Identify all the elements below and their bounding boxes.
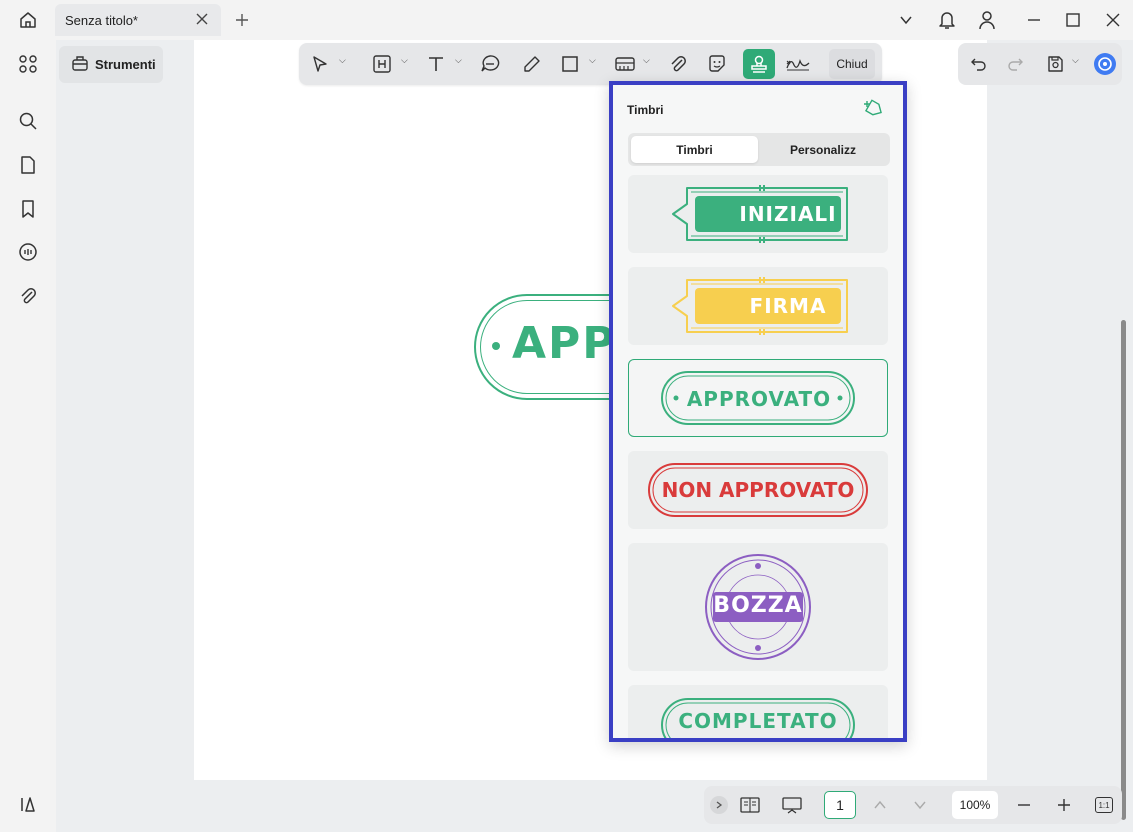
comment-tool[interactable] [479, 49, 501, 79]
select-tool[interactable] [309, 49, 331, 79]
stamp-approvato-label: APPROVATO [686, 387, 832, 411]
stamp-tool[interactable] [743, 49, 775, 79]
undo-icon[interactable] [968, 49, 990, 79]
search-icon[interactable] [16, 109, 40, 133]
expand-arrow-icon[interactable] [710, 796, 728, 814]
page-number-input[interactable]: 1 [824, 791, 856, 819]
minimize-icon[interactable] [1024, 10, 1044, 30]
vertical-scrollbar[interactable] [1121, 320, 1126, 820]
save-chevron-icon[interactable]: ⌵ [1072, 55, 1079, 65]
attachment-icon[interactable] [16, 284, 40, 308]
stamp-completato[interactable]: COMPLETATO [628, 685, 888, 738]
status-bar: 1 100% 1:1 [704, 786, 1122, 824]
home-icon[interactable] [16, 9, 40, 31]
document-tab[interactable]: Senza titolo* [55, 4, 221, 36]
apps-grid-icon[interactable] [16, 52, 40, 76]
stamp-firma[interactable]: FIRMA [628, 267, 888, 345]
highlight-chevron-icon[interactable]: ⌵ [401, 55, 408, 65]
close-toolbar-label: Chiud [836, 57, 868, 71]
placed-stamp[interactable]: APP [472, 292, 632, 402]
close-toolbar-button[interactable]: Chiud [829, 49, 875, 79]
placed-stamp-label: APP [512, 318, 617, 369]
bell-icon[interactable] [936, 9, 958, 31]
maximize-icon[interactable] [1063, 10, 1083, 30]
annotation-toolbar: ⌵ ⌵ ⌵ ⌵ ⌵ Chiud [299, 43, 882, 85]
toolbox-icon [71, 54, 89, 75]
tools-panel: Strumenti [56, 40, 194, 832]
signature-tool[interactable] [783, 49, 813, 79]
stamp-panel-title: Timbri [627, 103, 664, 117]
redo-icon[interactable] [1004, 49, 1026, 79]
stamp-iniziali-label: INIZIALI [739, 202, 837, 226]
document-tab-title: Senza titolo* [65, 12, 138, 28]
history-toolbar: ⌵ [958, 43, 1122, 85]
stamp-approvato[interactable]: APPROVATO [628, 359, 888, 437]
left-rail [0, 40, 56, 832]
stamp-iniziali[interactable]: INIZIALI [628, 175, 888, 253]
tab-personalizza[interactable]: Personalizz [789, 142, 857, 157]
tab-timbri[interactable]: Timbri [631, 136, 758, 163]
stamp-bozza[interactable]: BOZZA [628, 543, 888, 671]
select-chevron-icon[interactable]: ⌵ [339, 55, 346, 65]
user-icon[interactable] [976, 9, 998, 31]
actual-size-label: 1:1 [1095, 797, 1113, 813]
shape-chevron-icon[interactable]: ⌵ [589, 55, 596, 65]
save-icon[interactable] [1044, 49, 1066, 79]
stamp-non-approvato-label: NON APPROVATO [661, 478, 855, 502]
text-chevron-icon[interactable]: ⌵ [455, 55, 462, 65]
pencil-tool[interactable] [521, 49, 543, 79]
zoom-level[interactable]: 100% [952, 791, 998, 819]
strumenti-button[interactable]: Strumenti [59, 46, 163, 83]
sidebar-toggle-icon[interactable] [16, 792, 40, 816]
stamp-non-approvato[interactable]: NON APPROVATO [628, 451, 888, 529]
page-layout-icon[interactable] [738, 794, 762, 816]
stamp-panel: Timbri Timbri Personalizz INIZIALI FIRMA [609, 81, 907, 742]
close-tab-icon[interactable] [195, 12, 209, 29]
previous-page-icon[interactable] [870, 795, 890, 815]
text-tool[interactable] [425, 49, 447, 79]
add-stamp-icon[interactable] [863, 99, 885, 122]
comment-icon[interactable] [16, 240, 40, 264]
shape-tool[interactable] [559, 49, 581, 79]
attach-tool[interactable] [667, 49, 689, 79]
page-icon[interactable] [16, 153, 40, 177]
highlight-tool[interactable] [371, 49, 393, 79]
strumenti-label: Strumenti [95, 57, 156, 72]
close-window-icon[interactable] [1103, 10, 1123, 30]
presentation-icon[interactable] [780, 794, 804, 816]
chevron-down-icon[interactable] [896, 10, 916, 30]
stamp-bozza-label: BOZZA [713, 593, 803, 618]
stamp-tab-switcher: Timbri Personalizz [628, 133, 890, 166]
zoom-out-icon[interactable] [1014, 795, 1034, 815]
stamp-completato-label: COMPLETATO [678, 709, 838, 733]
sticker-tool[interactable] [706, 49, 728, 79]
measure-chevron-icon[interactable]: ⌵ [643, 55, 650, 65]
stamp-firma-label: FIRMA [749, 294, 827, 318]
ai-assistant-icon[interactable] [1092, 49, 1118, 79]
title-bar: Senza titolo* [0, 0, 1133, 40]
new-tab-icon[interactable] [232, 10, 252, 30]
next-page-icon[interactable] [910, 795, 930, 815]
zoom-in-icon[interactable] [1054, 795, 1074, 815]
actual-size-button[interactable]: 1:1 [1094, 795, 1114, 815]
measure-tool[interactable] [613, 49, 637, 79]
right-gutter [987, 40, 1133, 832]
bookmark-icon[interactable] [16, 197, 40, 221]
